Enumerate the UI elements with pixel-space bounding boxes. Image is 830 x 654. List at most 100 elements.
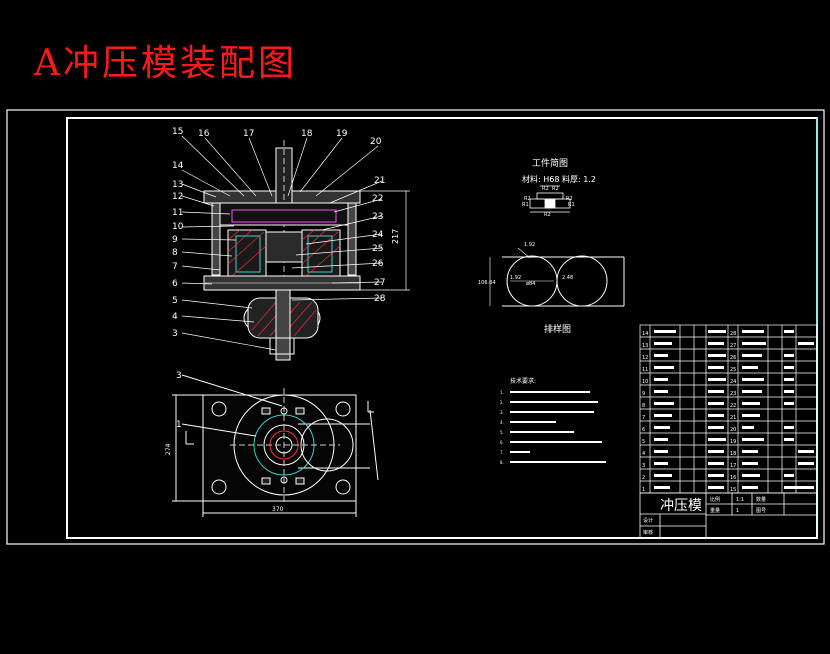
strip-dim: 1.92 (510, 275, 521, 281)
bom-number: 13 (642, 343, 648, 349)
tech-item: 7. (500, 450, 504, 455)
bom-number: 28 (730, 331, 736, 337)
part-label: 12 (172, 192, 183, 202)
tech-item: 6. (500, 440, 504, 445)
bom-number: 1 (642, 487, 645, 493)
title-left-label: 审核 (643, 529, 653, 536)
plan-callout: 3 (176, 371, 182, 381)
part-label: 6 (172, 279, 178, 289)
part-label: 26 (372, 259, 384, 269)
bom-number: 27 (730, 343, 736, 349)
part-label: 23 (372, 212, 383, 222)
bom-number: 18 (730, 451, 736, 457)
title-left-label: 设计 (643, 517, 653, 524)
bom-number: 25 (730, 367, 736, 373)
workpiece-dim: R2 (544, 212, 551, 218)
tech-item: 1. (500, 390, 504, 395)
part-label: 22 (372, 194, 383, 204)
title-field: 1:1 (736, 497, 744, 503)
title-field: 1 (736, 508, 739, 514)
bom-number: 20 (730, 427, 736, 433)
workpiece-dim: R2 (566, 196, 573, 202)
workpiece-dim: R2 (542, 186, 549, 192)
part-label: 8 (172, 248, 178, 258)
part-label: 17 (243, 129, 254, 139)
part-label: 19 (336, 129, 348, 139)
bom-number: 2 (642, 475, 645, 481)
height-dim-label: 217 (391, 229, 400, 244)
bom-number: 23 (730, 391, 736, 397)
strip-dim: 106.84 (478, 280, 496, 286)
part-label: 15 (172, 127, 183, 137)
part-label: 25 (372, 244, 383, 254)
part-label: 18 (301, 129, 313, 139)
tech-item: 3. (500, 410, 504, 415)
bom-row-lines (640, 336, 817, 482)
part-number-labels: 15 16 17 18 19 20 14 13 12 11 10 9 8 7 6… (172, 127, 400, 339)
bom-number: 24 (730, 379, 736, 385)
part-label: 9 (172, 235, 178, 245)
bom-number: 17 (730, 463, 736, 469)
workpiece-dim: R2 (552, 186, 559, 192)
workpiece-dim: R1 (568, 202, 575, 208)
bom-number: 6 (642, 427, 645, 433)
tech-header: 技术要求: (510, 377, 536, 385)
part-label: 7 (172, 262, 178, 272)
drawing-title: A冲压模装配图 (34, 43, 297, 84)
part-label: 20 (370, 137, 382, 147)
title-field: 图号 (756, 508, 766, 514)
title-field: 比例 (710, 496, 720, 503)
tech-item: 2. (500, 400, 504, 405)
plan-view (172, 374, 379, 517)
strip-layout (489, 247, 625, 307)
bom-number: 21 (730, 415, 736, 421)
tech-item: 5. (500, 430, 504, 435)
strip-title: 排样图 (544, 323, 571, 335)
strip-dim: 2.48 (562, 275, 573, 281)
workpiece-dims: R2 R2 R1 R1 R2 R2 R2 (522, 186, 575, 218)
workpiece-dim: R2 (524, 196, 531, 202)
part-label: 21 (374, 176, 385, 186)
elevation-view (203, 140, 361, 361)
bom-number: 7 (642, 415, 645, 421)
plan-dim-width: 370 (272, 506, 284, 513)
bom-number: 5 (642, 439, 645, 445)
part-label: 4 (172, 312, 178, 322)
title-field: 重量 (710, 507, 720, 514)
bom-number: 11 (642, 367, 648, 373)
bom-table (639, 324, 818, 494)
part-label: 28 (374, 294, 386, 304)
part-label: 11 (172, 208, 183, 218)
workpiece-title: 工件简图 (532, 157, 568, 169)
part-label: 5 (172, 296, 178, 306)
outer-frame (6, 109, 825, 545)
bom-cell-fills (654, 330, 814, 489)
workpiece-sketch (529, 185, 571, 213)
strip-dim: 1.92 (524, 242, 535, 248)
bom-numbers-right: 28 27 26 25 24 23 22 21 20 19 18 17 16 1… (730, 331, 736, 493)
part-label: 16 (198, 129, 210, 139)
bom-numbers-left: 14 13 12 11 10 9 8 7 6 5 4 3 2 1 (642, 331, 648, 493)
bom-number: 26 (730, 355, 736, 361)
bom-number: 8 (642, 403, 645, 409)
part-label: 10 (172, 222, 184, 232)
tech-item: 8. (500, 460, 504, 465)
bom-number: 16 (730, 475, 736, 481)
strip-dim: ø84 (526, 281, 535, 287)
part-label: 13 (172, 180, 183, 190)
bom-number: 22 (730, 403, 736, 409)
bom-number: 10 (642, 379, 648, 385)
title-block-fields: 比例 1:1 数量 1 图号 重量 设计 审核 (643, 496, 766, 536)
plan-callout: 1 (176, 420, 182, 430)
leader-lines (181, 135, 410, 351)
bom-number: 9 (642, 391, 645, 397)
bom-number: 14 (642, 331, 648, 337)
workpiece-dim: R1 (522, 202, 529, 208)
strip-dims: 1.92 106.84 2.48 1.92 ø84 (478, 242, 573, 287)
bom-number: 4 (642, 451, 645, 457)
title-field: 数量 (756, 496, 766, 503)
part-label: 27 (374, 278, 385, 288)
bom-number: 12 (642, 355, 648, 361)
tech-requirements: 技术要求: 1. 2. 3. 4. 5. 6. 7. 8. (500, 377, 606, 465)
